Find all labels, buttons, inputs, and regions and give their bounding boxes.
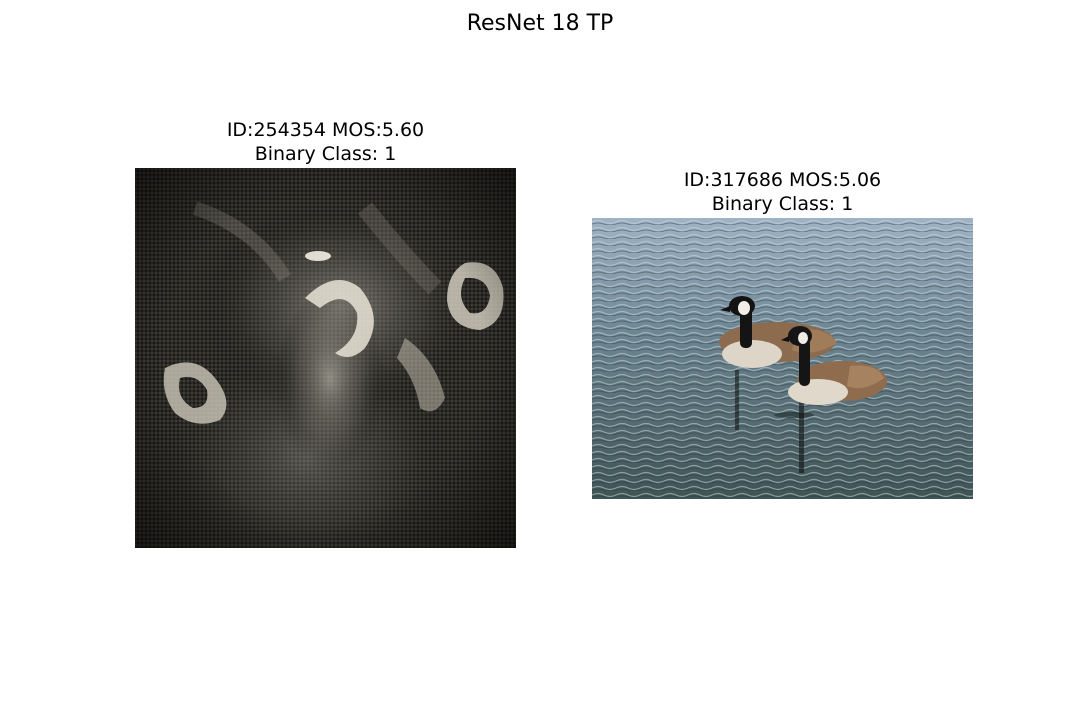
panel-2-id-mos: ID:317686 MOS:5.06 <box>683 169 882 191</box>
panel-2-binary-class: Binary Class: 1 <box>711 193 854 215</box>
panel-2-image <box>592 218 973 499</box>
panel-1-id-mos: ID:254354 MOS:5.60 <box>226 119 425 141</box>
figure-title: ResNet 18 TP <box>466 11 614 36</box>
goose-front <box>781 326 887 473</box>
panel-2-caption: ID:317686 MOS:5.06 Binary Class: 1 <box>592 168 973 216</box>
panel-1-caption: ID:254354 MOS:5.60 Binary Class: 1 <box>135 118 516 166</box>
panel-1-binary-class: Binary Class: 1 <box>254 143 397 165</box>
panel-1-image <box>135 168 516 548</box>
